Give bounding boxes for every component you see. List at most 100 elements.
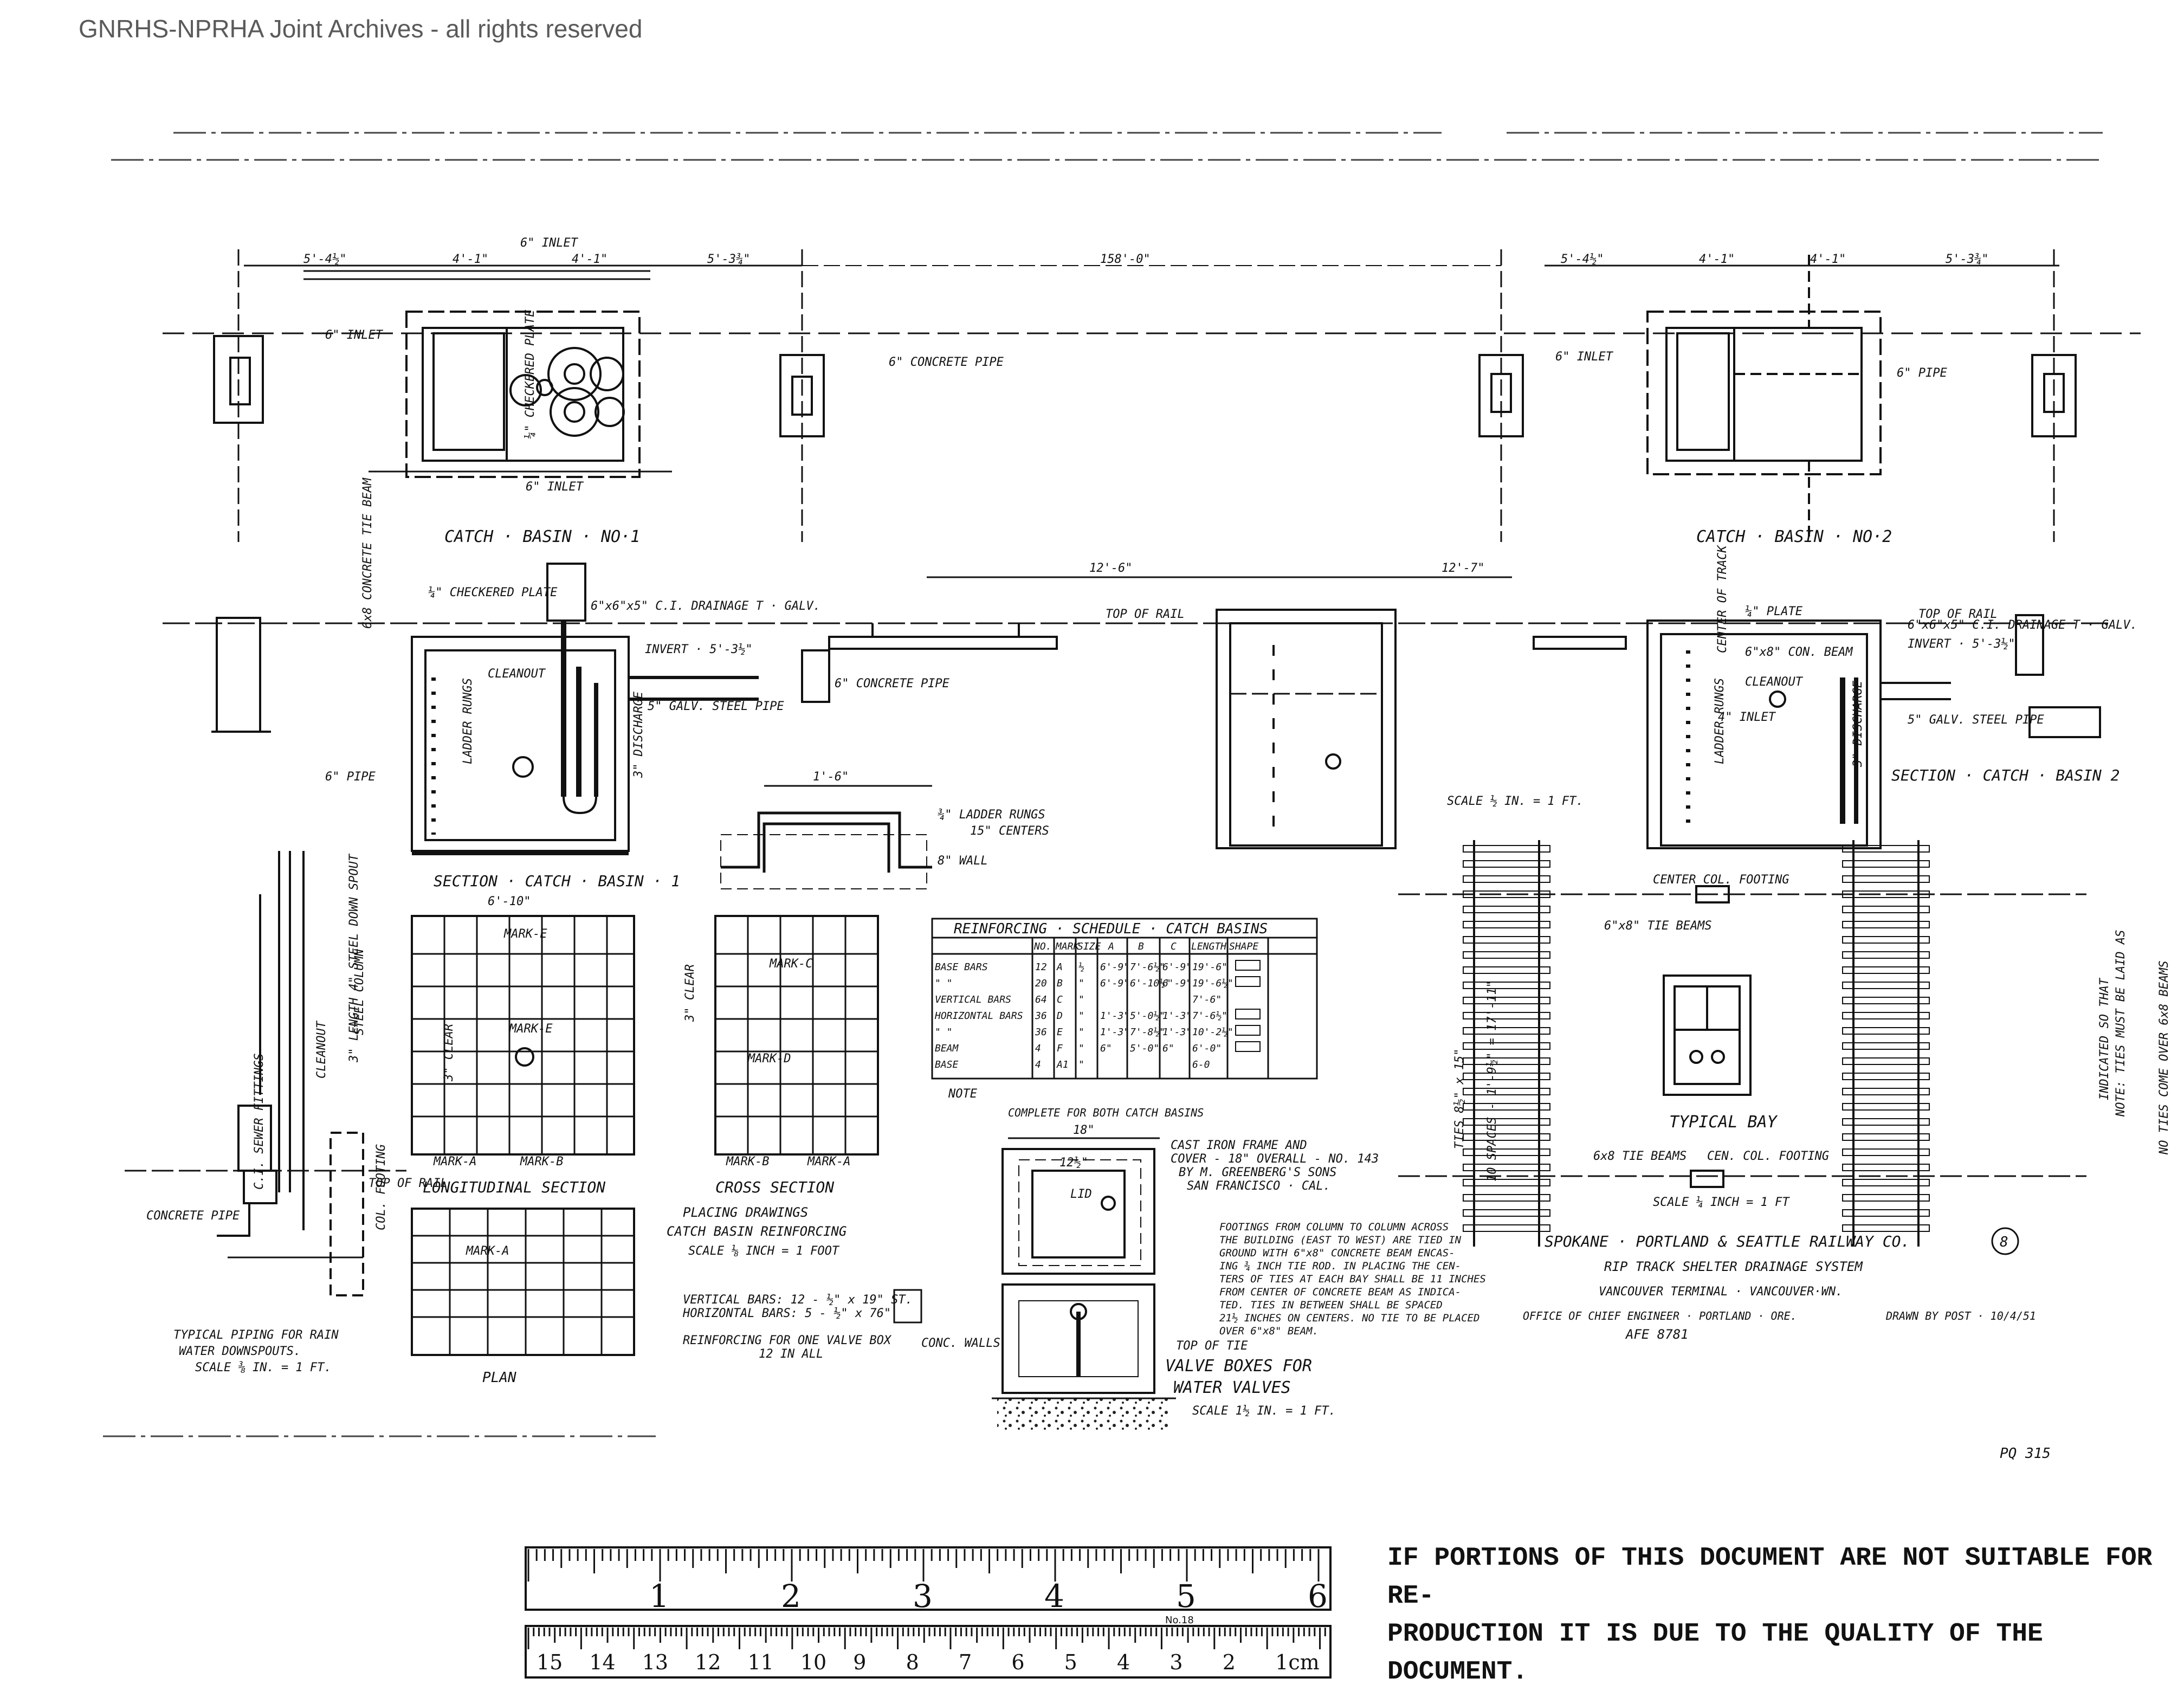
reinforcing-longitudinal: [411, 915, 635, 1156]
tie-beams-label: 6x8 TIE BEAMS: [1593, 1150, 1687, 1163]
rail-tie: [1463, 936, 1550, 944]
rail-tie: [1842, 1194, 1930, 1202]
rail-tie: [1842, 997, 1930, 1004]
piping-title: WATER DOWNSPOUTS.: [179, 1345, 301, 1358]
rail-tie: [1463, 1133, 1550, 1141]
schedule-cell: 6": [1100, 1043, 1112, 1054]
footing-note-line: GROUND WITH 6"x8" CONCRETE BEAM ENCAS-: [1219, 1247, 1455, 1259]
frame-note: SAN FRANCISCO · CAL.: [1187, 1179, 1330, 1193]
dim-label: 18": [1073, 1124, 1095, 1137]
concrete-pipe-label: 6" CONCRETE PIPE: [889, 356, 1004, 369]
cm-label: 15: [537, 1650, 563, 1674]
schedule-cell: 36: [1035, 1027, 1047, 1038]
section-view: [163, 563, 2114, 855]
dim-label: 1'-6": [813, 770, 849, 784]
rail-tie: [1842, 1088, 1930, 1095]
schedule-cell: HORIZONTAL BARS: [934, 1010, 1023, 1022]
section-cb1-title: SECTION · CATCH · BASIN · 1: [434, 872, 680, 890]
conc-walls-label: CONC. WALLS: [921, 1337, 1000, 1350]
inlet-label: 6" INLET: [1555, 350, 1614, 364]
plan-view: [163, 249, 2141, 542]
scale-label: SCALE 1½ IN. = 1 FT.: [1192, 1404, 1336, 1418]
schedule-cell: " ": [935, 1027, 953, 1038]
dim-label: 4'-1": [1699, 253, 1735, 266]
mark-label: MARK-E: [503, 927, 547, 941]
dim-label: 12'-6": [1089, 561, 1132, 575]
inch-label: 3: [913, 1578, 933, 1615]
cm-label: 2: [1223, 1650, 1236, 1674]
rail-tie: [1463, 1073, 1550, 1080]
schedule-cell: ": [1078, 1027, 1084, 1038]
rail-tie: [1463, 890, 1550, 898]
cm-label: 12: [695, 1650, 721, 1674]
rail-tie: [1842, 1224, 1930, 1232]
pipe-label: 6" PIPE: [325, 770, 376, 784]
scale-label: SCALE ¼ INCH = 1 FT: [1653, 1196, 1790, 1209]
footing-note-line: ING ¾ INCH TIE ROD. IN PLACING THE CEN-: [1219, 1260, 1461, 1272]
cm-label: 9: [853, 1650, 866, 1674]
schedule-cell: 64: [1035, 994, 1047, 1005]
rail-tie: [1463, 1148, 1550, 1156]
cm-label: 6: [1011, 1650, 1024, 1674]
frame-note: CAST IRON FRAME AND: [1171, 1139, 1307, 1152]
placing-title: CATCH BASIN REINFORCING: [667, 1224, 847, 1239]
dim-label: 158'-0": [1100, 253, 1151, 266]
mark-label: MARK-C: [769, 957, 813, 971]
schedule-cell: 36: [1035, 1010, 1047, 1022]
scale-label: SCALE ⅛ INCH = 1 FOOT: [688, 1244, 840, 1258]
rail-tie: [1463, 906, 1550, 913]
dim-label: 5'-4½": [303, 253, 346, 266]
longitudinal-section-title: LONGITUDINAL SECTION: [423, 1178, 605, 1196]
drawn-by-label: DRAWN BY POST · 10/4/51: [1885, 1309, 2036, 1322]
schedule-cell: 1'-3": [1100, 1010, 1129, 1022]
schedule-cell: 10'-2½": [1192, 1027, 1233, 1038]
rail-tie: [1842, 1118, 1930, 1126]
downspout-piping-detail: [125, 851, 406, 1296]
schedule-header: SIZE: [1077, 941, 1101, 952]
bar-shape-icon: [1235, 1041, 1261, 1052]
schedule-cell: VERTICAL BARS: [935, 994, 1011, 1005]
inlet-label: 4" INLET: [1718, 711, 1776, 724]
schedule-header: MARK: [1055, 941, 1080, 952]
valve-reinforcing-note: 12 IN ALL: [759, 1347, 823, 1361]
fittings-label: C.I. SEWER FITTINGS: [253, 1053, 266, 1190]
rail-tie: [1842, 860, 1930, 868]
catch-basin-2-title: CATCH · BASIN · NO·2: [1696, 527, 1892, 546]
cm-label: 8: [906, 1650, 919, 1674]
schedule-title: REINFORCING · SCHEDULE · CATCH BASINS: [954, 921, 1268, 937]
checkered-plate-label: ¼" CHECKERED PLATE: [524, 309, 537, 439]
placing-title: PLACING DRAWINGS: [683, 1205, 808, 1220]
mark-label: MARK-B: [520, 1155, 563, 1169]
rail-tie: [1463, 951, 1550, 959]
schedule-cell: BEAM: [935, 1043, 959, 1054]
mark-label: MARK-A: [466, 1244, 509, 1258]
schedule-cell: 7'-8½": [1130, 1027, 1165, 1038]
piping-labels: CLEANOUT 3" LENGTH 4" STEEL DOWN SPOUT S…: [146, 853, 448, 1374]
rail-tie: [1463, 966, 1550, 974]
schedule-header: SHAPE: [1229, 941, 1258, 952]
mark-label: MARK-D: [747, 1052, 791, 1066]
ladder-note: ¾" LADDER RUNGS: [938, 808, 1045, 822]
rail-tie: [1842, 1133, 1930, 1141]
cm-label: 14: [589, 1650, 615, 1674]
footing-label: CENTER COL. FOOTING: [1653, 873, 1789, 887]
schedule-cell: 4: [1035, 1043, 1041, 1054]
footing-note-line: 21½ INCHES ON CENTERS. NO TIE TO BE PLAC…: [1219, 1312, 1479, 1324]
schedule-header: A: [1108, 941, 1114, 952]
rail-tie: [1463, 1012, 1550, 1019]
valve-box-labels: 18" 12½" LID CAST IRON FRAME AND COVER -…: [921, 1124, 1379, 1418]
schedule-cell: 6'-9": [1162, 978, 1192, 989]
rail-tie: [1463, 1179, 1550, 1186]
dim-label: 6'-10": [488, 895, 531, 908]
rail-tie: [1463, 1027, 1550, 1035]
downspout-length-label: 3" LENGTH 4" STEEL DOWN SPOUT: [347, 853, 361, 1063]
rail-tie: [1842, 1027, 1930, 1035]
concrete-pipe-label: CONCRETE PIPE: [146, 1209, 240, 1223]
bar-shape-icon: [1235, 976, 1261, 987]
dim-label: 4'-1": [453, 253, 488, 266]
notice-line-2: PRODUCTION IT IS DUE TO THE QUALITY OF T…: [1387, 1619, 2043, 1687]
reinforcing-plan: [411, 1208, 635, 1356]
bar-shape-icon: [1235, 1025, 1261, 1036]
schedule-header: LENGTH: [1191, 941, 1226, 952]
